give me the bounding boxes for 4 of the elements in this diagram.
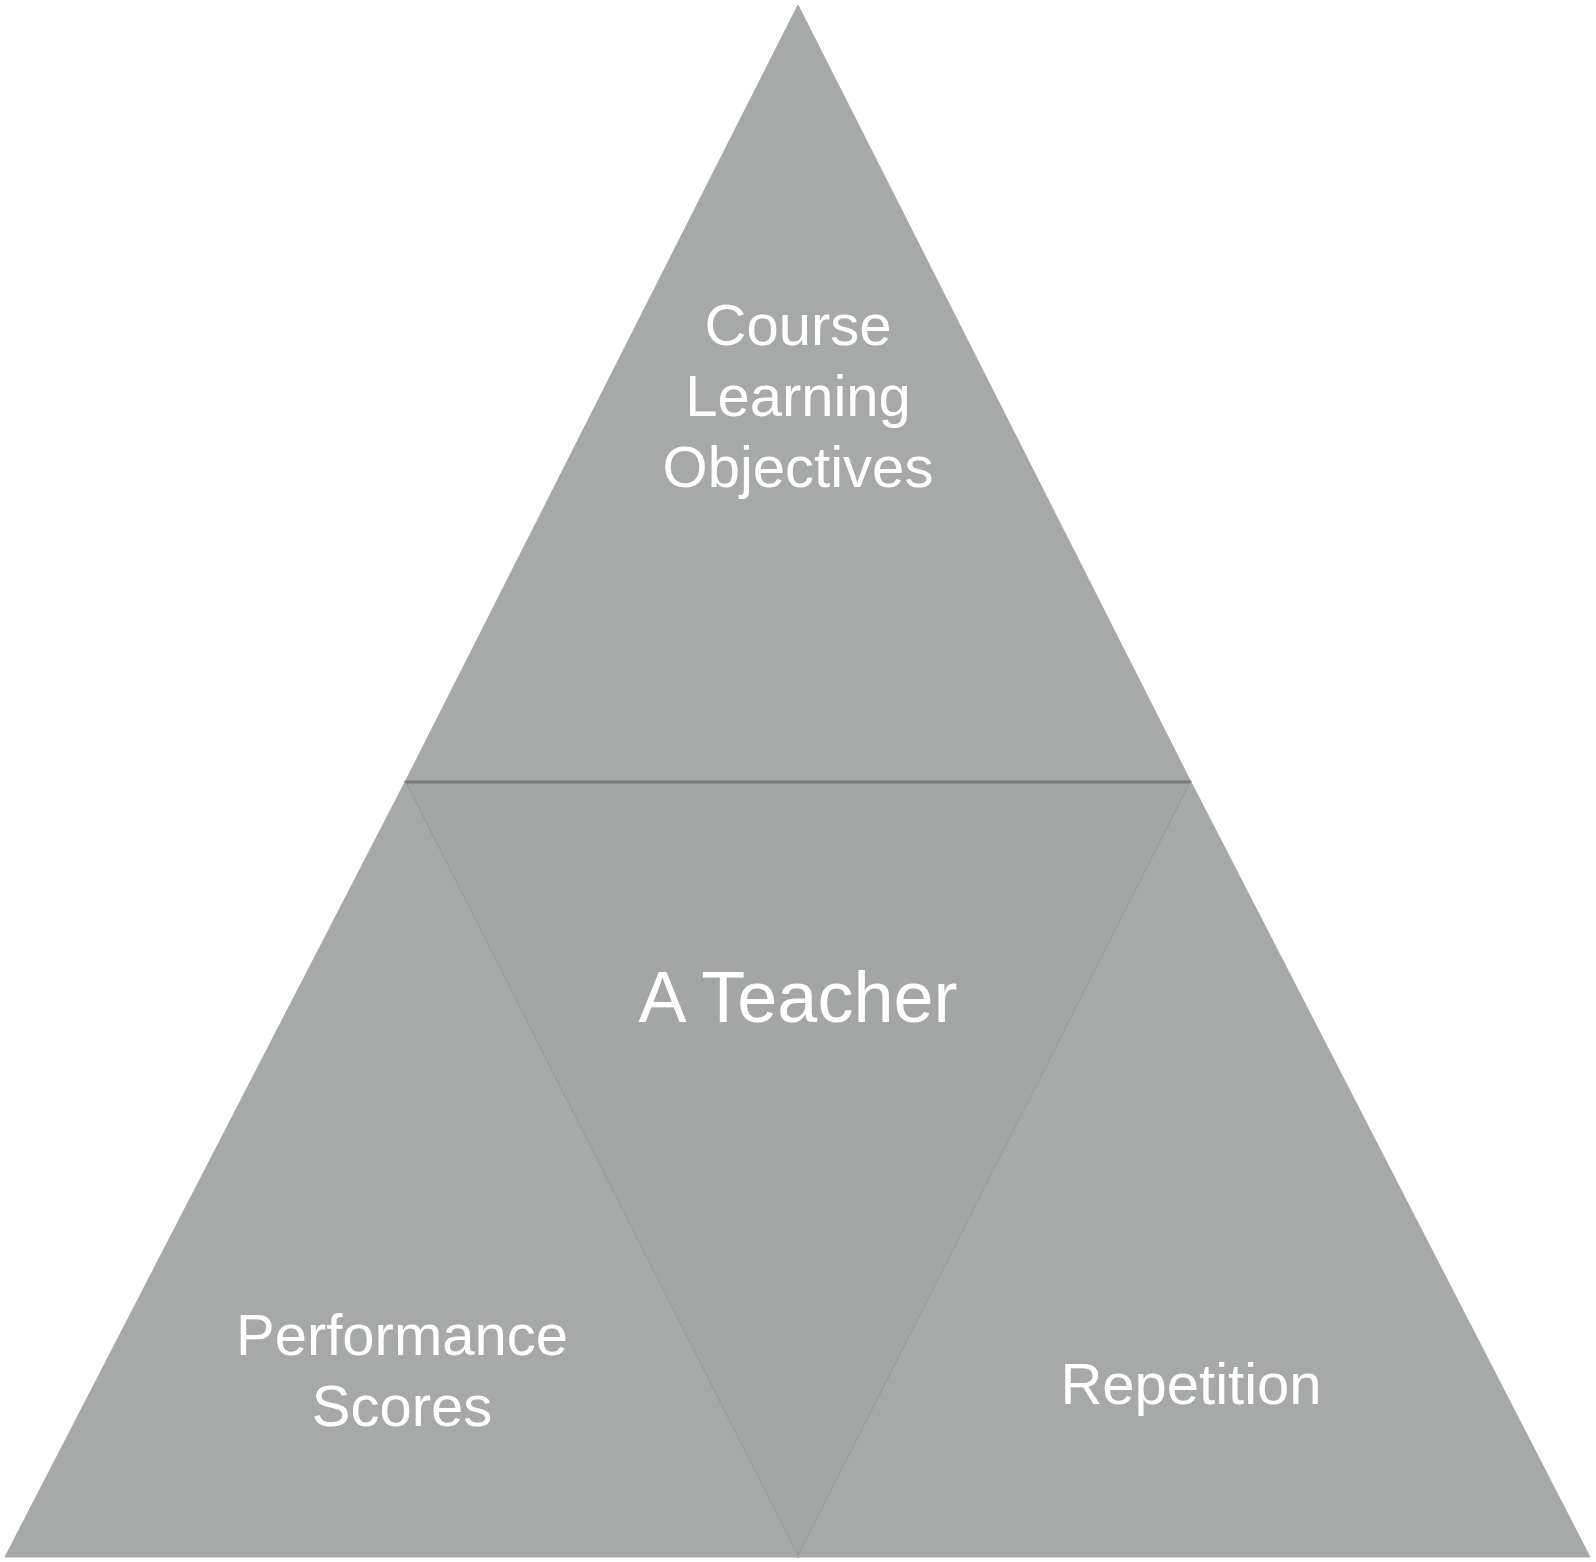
segment-label: Repetition: [1059, 1349, 1323, 1418]
segment-label: Course Learning Objectives: [661, 290, 935, 501]
segment-label: Performance Scores: [235, 1301, 569, 1440]
segment-label: A Teacher: [637, 956, 959, 1038]
